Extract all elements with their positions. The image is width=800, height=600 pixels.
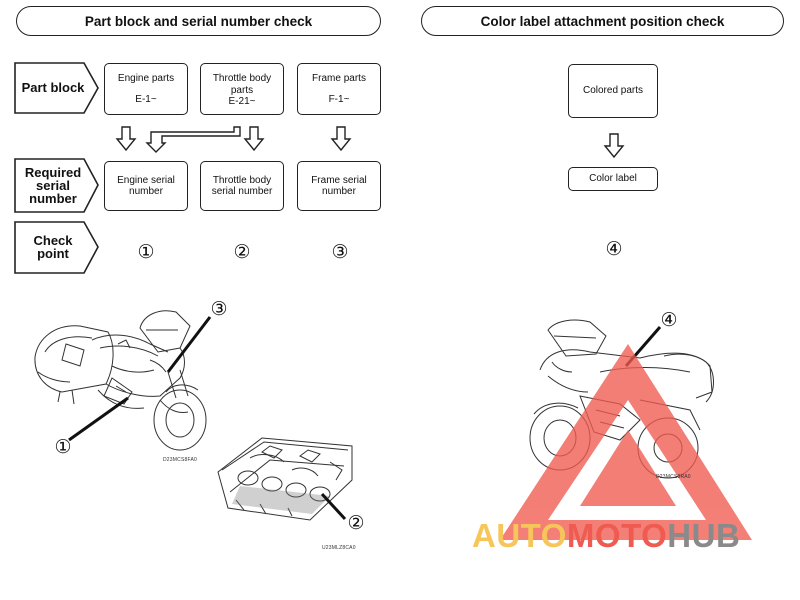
serial-engine: Engine serial number <box>104 161 188 211</box>
serial-label-line-2: serial <box>36 178 70 193</box>
check-point-4: ④ <box>605 238 623 260</box>
throttle-body-illustration <box>217 437 353 521</box>
check-point-1: ① <box>137 241 155 263</box>
left-header: Part block and serial number check <box>16 6 381 36</box>
watermark-hub: HUB <box>667 517 741 554</box>
serial-label-line-3: number <box>29 191 77 206</box>
down-arrow-throttle <box>243 126 265 152</box>
serial-throttle-line-2: serial number <box>211 186 273 197</box>
down-arrow-colored <box>603 133 625 159</box>
serial-engine-line-1: Engine serial <box>117 174 175 186</box>
left-motorcycle-illustration <box>34 310 207 451</box>
serial-frame-line-1: Frame serial <box>311 174 367 186</box>
check-point-2: ② <box>233 241 251 263</box>
callout-left-bike-bottom: ① <box>54 436 72 458</box>
down-arrow-frame <box>330 126 352 152</box>
colored-parts-box: Colored parts <box>568 64 658 118</box>
callout-right-bike: ④ <box>660 309 678 331</box>
callout-left-bike-top: ③ <box>210 298 228 320</box>
part-block-frame-name: Frame parts <box>312 73 366 84</box>
down-arrow-engine <box>115 126 137 152</box>
check-point-label-shape <box>14 221 99 274</box>
left-header-text: Part block and serial number check <box>84 13 313 29</box>
colored-parts-text: Colored parts <box>582 85 644 97</box>
watermark-text: AUTOMOTOHUB <box>472 519 740 553</box>
check-point-label: Check point <box>16 234 90 260</box>
figure-code-left-bike: D23MCS8FA0 <box>163 457 197 463</box>
part-block-frame-code: F-1~ <box>328 93 350 105</box>
serial-label-line-1: Required <box>24 165 82 180</box>
color-label-box: Color label <box>568 167 658 191</box>
serial-frame: Frame serial number <box>297 161 381 211</box>
bent-arrow-throttle-to-engine <box>145 126 241 153</box>
serial-frame-line-2: number <box>322 186 356 197</box>
callout-throttle-body: ② <box>347 512 365 534</box>
watermark-triangle <box>500 344 752 540</box>
throttle-body-shading <box>232 486 330 514</box>
check-point-3: ③ <box>331 241 349 263</box>
part-block-throttle-code: E-21~ <box>228 96 256 107</box>
right-header: Color label attachment position check <box>421 6 784 36</box>
part-block-engine-name: Engine parts <box>117 73 175 84</box>
check-point-label-line-2: point <box>37 246 69 261</box>
serial-throttle-line-1: Throttle body <box>212 174 272 186</box>
part-block-engine: Engine parts E-1~ <box>104 63 188 115</box>
check-point-label-line-1: Check <box>33 233 73 248</box>
figure-code-throttle-body: U23MLZ8CA0 <box>322 545 356 551</box>
color-label-text: Color label <box>589 173 637 185</box>
required-serial-number-label: Required serial number <box>16 166 90 205</box>
part-block-frame: Frame parts F-1~ <box>297 63 381 115</box>
part-block-label-shape <box>14 62 99 114</box>
watermark-auto: AUTO <box>472 517 567 554</box>
serial-label-shape <box>14 158 99 213</box>
serial-throttle-body: Throttle body serial number <box>200 161 284 211</box>
watermark-moto: MOTO <box>566 517 668 554</box>
figure-code-right-bike: D23MCS8RA0 <box>656 474 691 480</box>
part-block-label: Part block <box>16 81 90 94</box>
right-header-text: Color label attachment position check <box>480 13 725 29</box>
part-block-throttle-body: Throttle body parts E-21~ <box>200 63 284 115</box>
part-block-throttle-name: Throttle body parts <box>212 73 272 96</box>
part-block-label-text: Part block <box>21 80 85 95</box>
part-block-engine-code: E-1~ <box>135 93 157 105</box>
serial-engine-line-2: number <box>129 186 163 197</box>
